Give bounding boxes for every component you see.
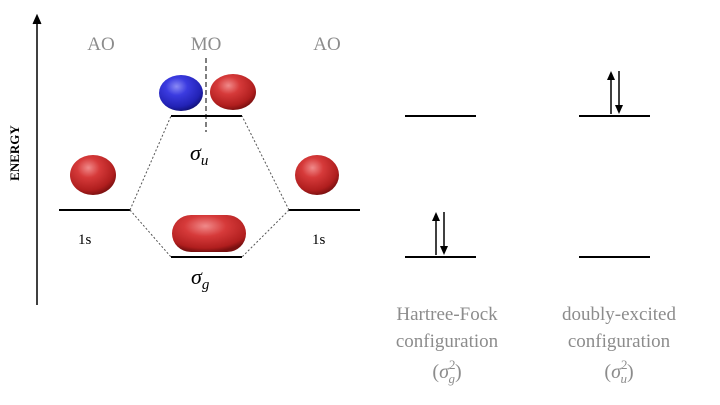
energy-axis-arrowhead <box>32 13 42 25</box>
left-1s-orbital-lobe <box>70 155 116 195</box>
sigma-g-label: σg <box>191 264 210 293</box>
correlation-line-left-up <box>129 115 172 211</box>
correlation-line-left-down <box>129 209 172 258</box>
sigma-u-lobe-blue <box>159 75 203 111</box>
correlation-line-right-down <box>241 209 290 258</box>
sigma-u-lobe-red <box>210 74 256 110</box>
de-spin-down-arrowhead <box>615 105 623 114</box>
right-1s-orbital-lobe <box>295 155 339 195</box>
de-spin-up-arrowhead <box>607 71 615 80</box>
left-1s-label: 1s <box>78 232 92 248</box>
de-config-line2: configuration <box>568 331 671 352</box>
de-config-line1: doubly-excited <box>562 304 676 325</box>
hf-config-line1: Hartree-Fock <box>396 304 498 325</box>
hf-spin-up-arrowhead <box>432 212 440 221</box>
sigma-u-label: σu <box>190 140 208 169</box>
right-1s-label: 1s <box>312 232 326 248</box>
ao-left-header: AO <box>87 34 114 55</box>
mo-header: MO <box>191 34 222 55</box>
sigma-g-orbital-lobe <box>172 215 246 252</box>
correlation-line-right-up <box>241 115 290 211</box>
ao-right-header: AO <box>313 34 340 55</box>
energy-axis-label: ENERGY <box>7 125 22 181</box>
hf-config-line2: configuration <box>396 331 499 352</box>
hf-spin-down-arrowhead <box>440 246 448 255</box>
